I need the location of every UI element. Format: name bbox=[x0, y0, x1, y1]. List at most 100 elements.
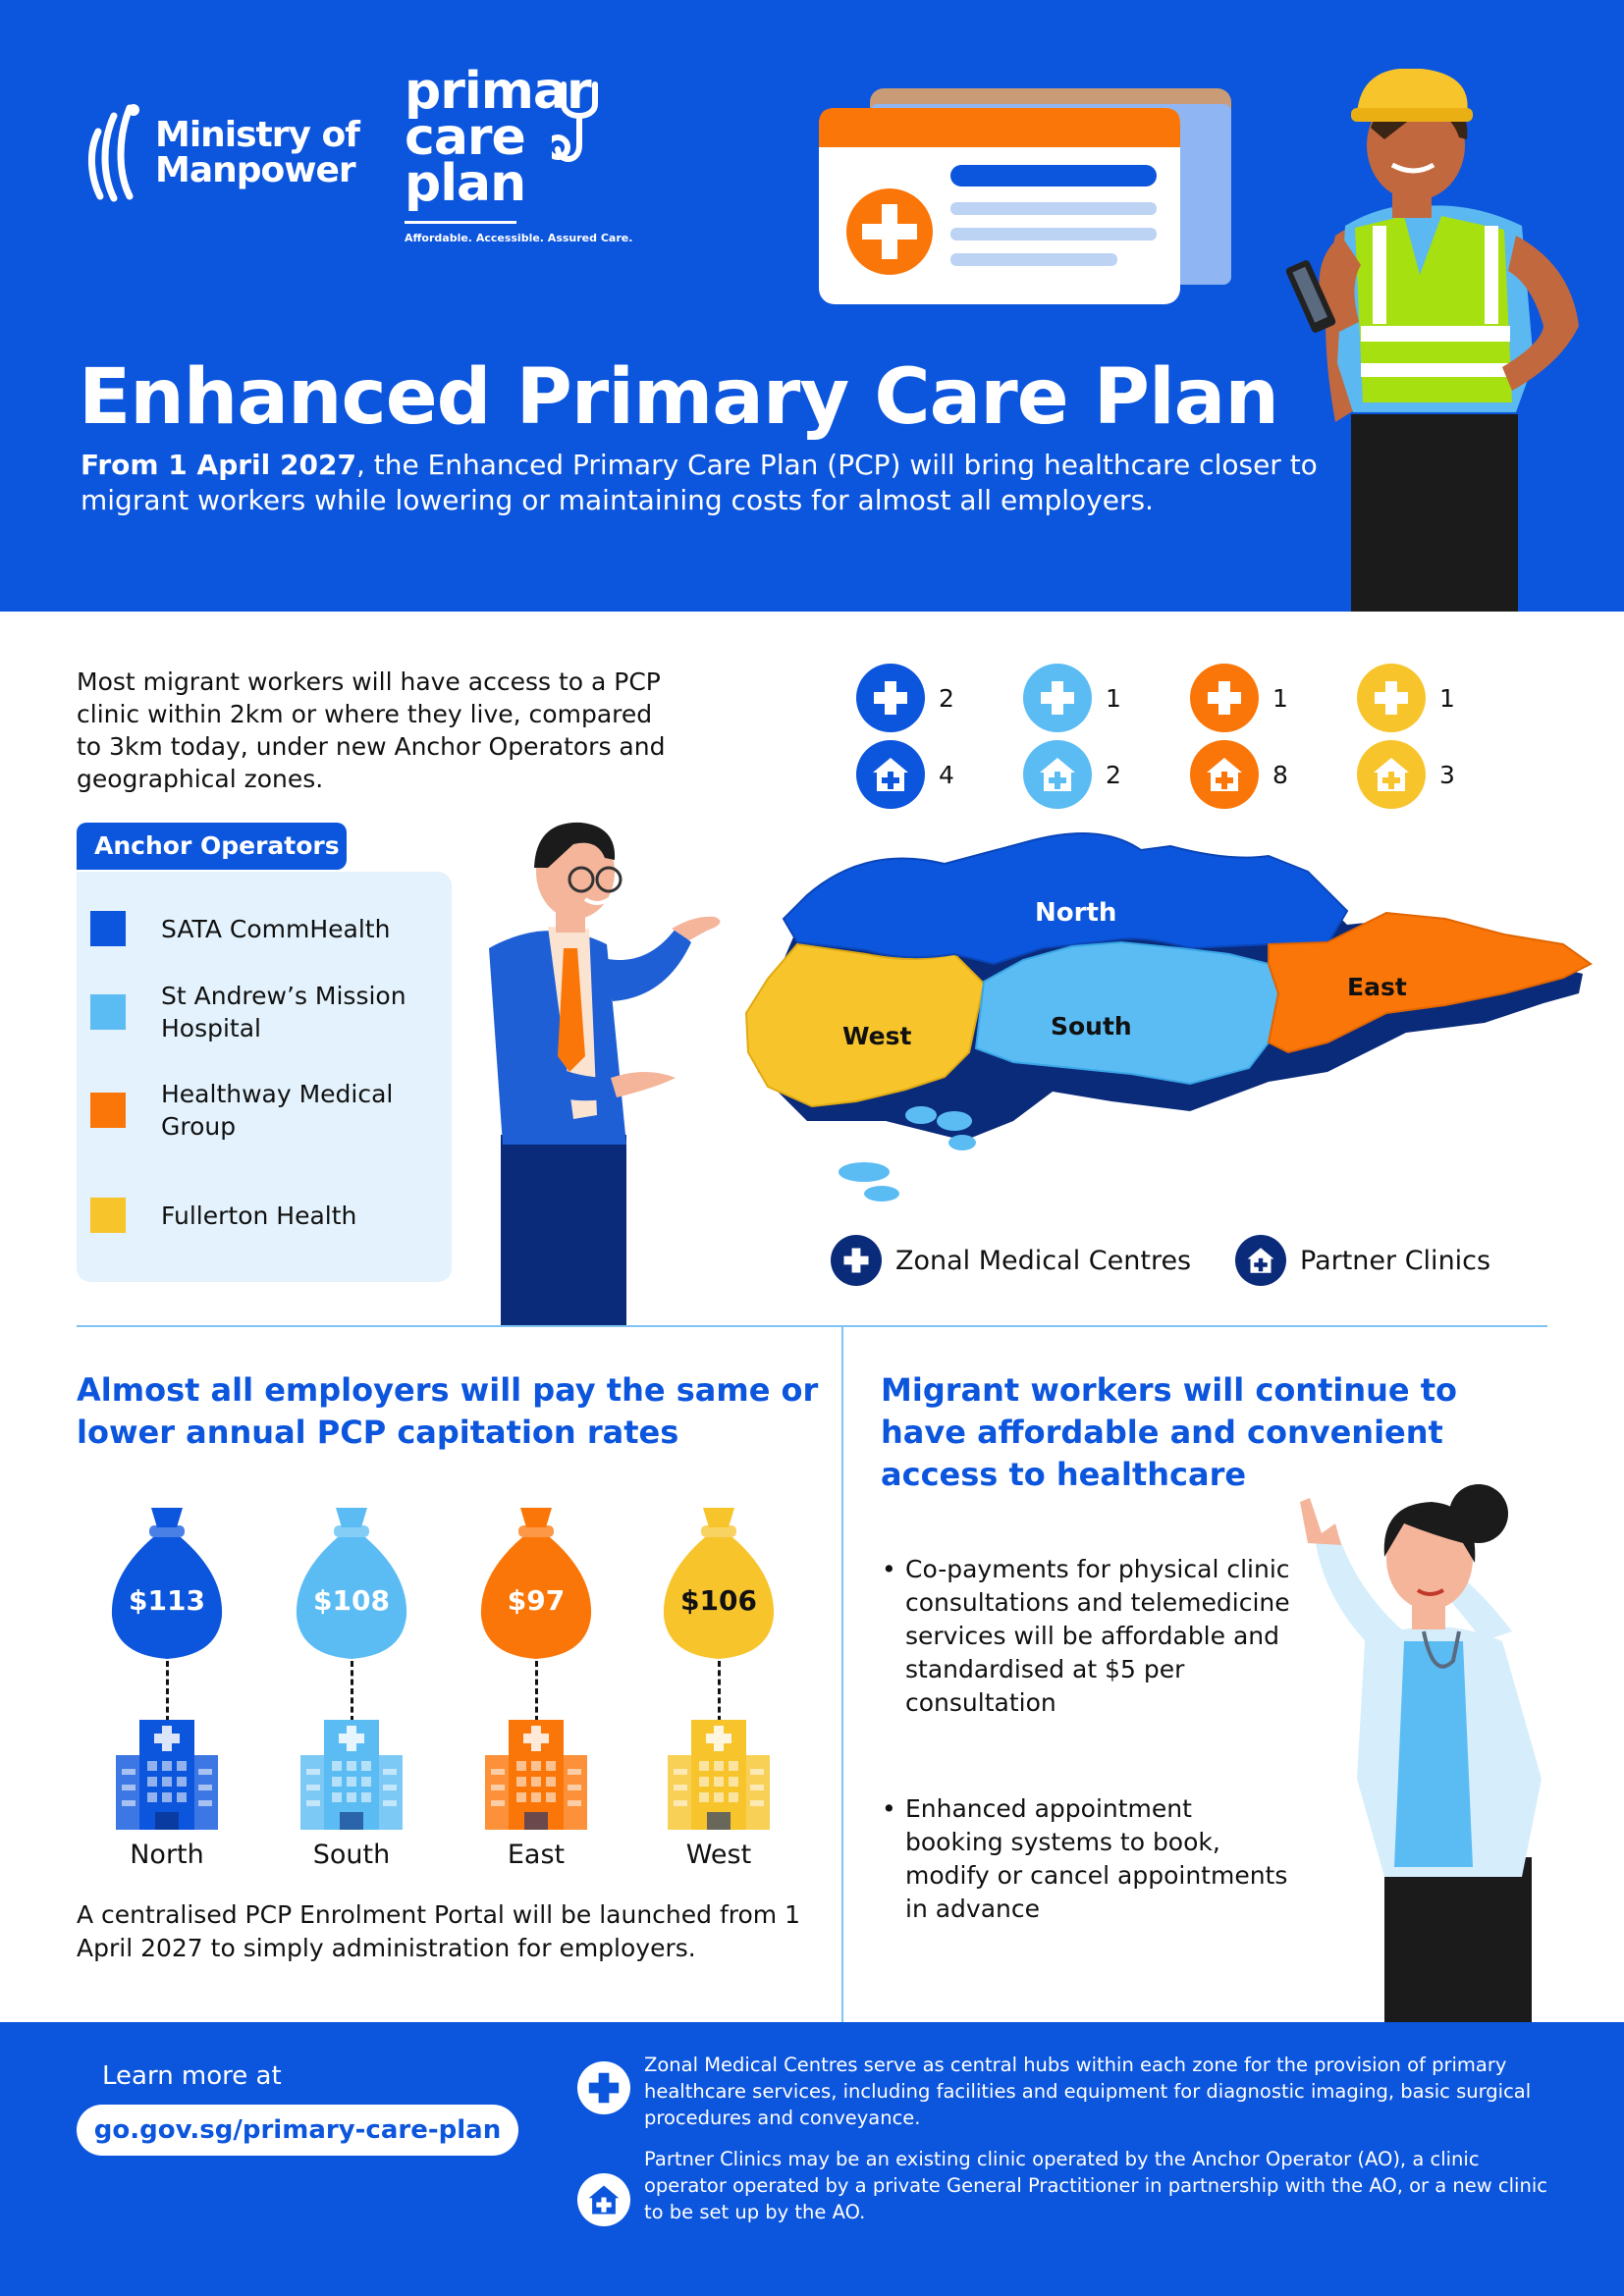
operator-swatch bbox=[90, 1093, 126, 1128]
rate-amount: $97 bbox=[507, 1584, 566, 1617]
mom-logo-line1: Ministry of bbox=[155, 115, 360, 155]
money-bag-icon bbox=[296, 1508, 407, 1659]
zonal-centre-icon bbox=[856, 664, 925, 732]
legend-zonal-medical-centres: Zonal Medical Centres bbox=[831, 1235, 1191, 1286]
map-island bbox=[864, 1186, 899, 1201]
zonal-count-south: 1 bbox=[1023, 664, 1121, 732]
partner-clinic-icon bbox=[1235, 1235, 1286, 1286]
page-title: Enhanced Primary Care Plan bbox=[79, 353, 1279, 442]
capitation-title: Almost all employers will pay the same o… bbox=[77, 1371, 819, 1451]
partner-count: 3 bbox=[1439, 760, 1455, 789]
zonal-count: 1 bbox=[1439, 683, 1455, 713]
zonal-count: 1 bbox=[1272, 683, 1288, 713]
zone-label: East bbox=[507, 1840, 566, 1870]
stethoscope-icon bbox=[552, 81, 598, 162]
zonal-count-west: 1 bbox=[1357, 664, 1455, 732]
map-label-east: East bbox=[1347, 973, 1407, 1001]
pcp-logo-line3: plan bbox=[405, 154, 526, 213]
intro-text: Most migrant workers will have access to… bbox=[77, 667, 666, 793]
access-bullets: • Co-payments for physical clinic consul… bbox=[882, 1553, 1294, 1926]
partner-count: 8 bbox=[1272, 760, 1288, 789]
pcp-logo-rule bbox=[405, 221, 516, 224]
partner-clinics-note: Partner Clinics may be an existing clini… bbox=[644, 2148, 1547, 2223]
partner-clinic-icon bbox=[856, 740, 925, 809]
partner-count-west: 3 bbox=[1357, 740, 1455, 809]
access-bullet: • Co-payments for physical clinic consul… bbox=[882, 1553, 1294, 1720]
anchor-operator-item: SATA CommHealth bbox=[90, 911, 390, 946]
rate-amount: $113 bbox=[129, 1584, 205, 1617]
zonal-centre-icon bbox=[1190, 664, 1259, 732]
map-label-west: West bbox=[842, 1022, 912, 1050]
zone-label: North bbox=[130, 1840, 204, 1870]
zonal-count-north: 2 bbox=[856, 664, 954, 732]
dotted-connector bbox=[535, 1661, 538, 1722]
page-subtitle: From 1 April 2027, the Enhanced Primary … bbox=[81, 448, 1347, 518]
zone-facility-counts: 2 1 1 1 4 2 8 3 bbox=[856, 664, 1465, 811]
zone-label: South bbox=[312, 1840, 391, 1870]
operator-name: Fullerton Health bbox=[161, 1201, 357, 1230]
legend-zonal-label: Zonal Medical Centres bbox=[895, 1245, 1192, 1276]
anchor-operator-item: Healthway Medical Group bbox=[90, 1078, 414, 1143]
partner-clinic-icon bbox=[1190, 740, 1259, 809]
learn-more-link[interactable]: go.gov.sg/primary-care-plan bbox=[77, 2105, 518, 2156]
bullet-dot: • bbox=[882, 1794, 896, 1823]
map-island bbox=[839, 1162, 890, 1182]
operator-swatch bbox=[90, 911, 126, 946]
zonal-count: 1 bbox=[1106, 683, 1121, 713]
pcp-logo-line2: care bbox=[405, 108, 526, 167]
zonal-count-east: 1 bbox=[1190, 664, 1288, 732]
mom-logo: Ministry of Manpower bbox=[84, 102, 360, 204]
pcp-logo-line1: primar bbox=[405, 62, 592, 121]
mom-logo-line2: Manpower bbox=[155, 150, 356, 190]
map-island bbox=[948, 1135, 976, 1150]
map-zone-north bbox=[782, 831, 1349, 966]
partner-count-north: 4 bbox=[856, 740, 954, 809]
clinic-building-icon bbox=[668, 1720, 770, 1830]
map-zone-east bbox=[1267, 911, 1593, 1054]
access-title: Migrant workers will continue to have af… bbox=[881, 1371, 1458, 1493]
operator-name: SATA CommHealth bbox=[161, 914, 391, 943]
singapore-zone-map: North West South East bbox=[744, 831, 1593, 1201]
doctor-illustration bbox=[1300, 1484, 1542, 2022]
zonal-centre-icon bbox=[1023, 664, 1092, 732]
operator-name: Healthway Medical Group bbox=[161, 1080, 394, 1141]
dotted-connector bbox=[351, 1661, 353, 1722]
partner-clinic-icon bbox=[1023, 740, 1092, 809]
legend-partner-label: Partner Clinics bbox=[1300, 1245, 1491, 1276]
partner-clinic-icon bbox=[1357, 740, 1426, 809]
hero-banner: Ministry of Manpower primar care plan Af… bbox=[0, 0, 1624, 612]
clinic-building-icon bbox=[116, 1720, 218, 1830]
partner-count: 2 bbox=[1106, 760, 1121, 789]
bullet-dot: • bbox=[882, 1555, 896, 1583]
anchor-operator-item: St Andrew’s Mission Hospital bbox=[90, 980, 434, 1044]
footer: Learn more at go.gov.sg/primary-care-pla… bbox=[0, 2022, 1624, 2296]
subtitle-text: , the Enhanced Primary Care Plan (PCP) w… bbox=[81, 449, 1318, 516]
businessman-illustration bbox=[489, 822, 721, 1325]
map-label-south: South bbox=[1051, 1012, 1132, 1041]
operator-swatch bbox=[90, 1198, 126, 1233]
column-divider bbox=[841, 1325, 843, 2022]
subtitle-date: From 1 April 2027 bbox=[81, 449, 356, 481]
legend-partner-clinics: Partner Clinics bbox=[1235, 1235, 1490, 1286]
mom-logo-icon bbox=[87, 104, 139, 202]
map-island bbox=[905, 1106, 937, 1124]
zone-label: West bbox=[685, 1840, 752, 1870]
money-bag-icon bbox=[480, 1508, 592, 1659]
bullet-text: Co-payments for physical clinic consulta… bbox=[905, 1555, 1290, 1717]
map-label-north: North bbox=[1035, 898, 1116, 928]
anchor-operators-heading: Anchor Operators bbox=[77, 823, 347, 870]
zonal-centre-icon bbox=[577, 2061, 630, 2114]
zonal-count: 2 bbox=[939, 683, 954, 713]
zonal-centre-icon bbox=[1357, 664, 1426, 732]
partner-clinic-icon bbox=[577, 2173, 630, 2226]
zonal-centres-note: Zonal Medical Centres serve as central h… bbox=[644, 2054, 1532, 2129]
partner-count-east: 8 bbox=[1190, 740, 1288, 809]
section-divider bbox=[77, 1325, 1547, 1327]
zonal-centre-icon bbox=[831, 1235, 882, 1286]
anchor-operator-item: Fullerton Health bbox=[90, 1198, 356, 1233]
money-bag-icon bbox=[663, 1508, 775, 1659]
anchor-operators-legend: SATA CommHealth St Andrew’s Mission Hosp… bbox=[77, 872, 452, 1282]
pcp-logo: primar care plan Affordable. Accessible.… bbox=[405, 62, 632, 244]
portal-note: A centralised PCP Enrolment Portal will … bbox=[77, 1900, 800, 1962]
rate-amount: $106 bbox=[680, 1584, 757, 1617]
